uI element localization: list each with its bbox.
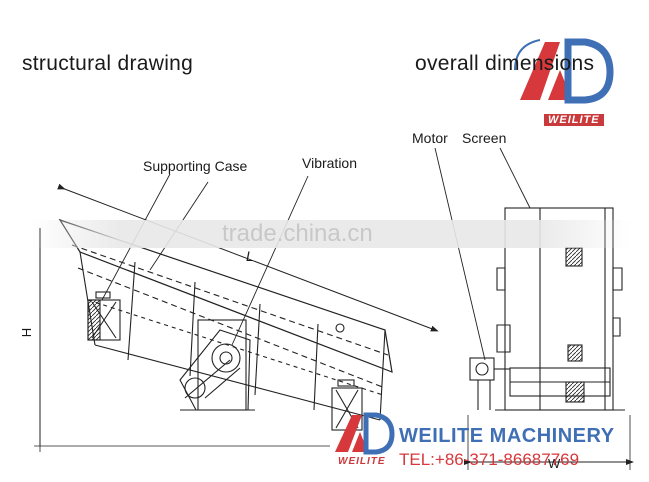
motor-leader xyxy=(434,147,486,361)
overall-dimensions-heading: overall dimensions xyxy=(415,52,595,75)
watermark-text: trade.china.cn xyxy=(222,220,373,247)
structural-drawing-heading: structural drawing xyxy=(22,52,194,75)
width-dimension-label: W xyxy=(548,456,561,471)
logo-word-bottom: WEILITE xyxy=(338,456,386,467)
vibration-leader xyxy=(231,175,309,346)
logo-word-top: WEILITE xyxy=(544,114,604,126)
company-name: WEILITE MACHINERY xyxy=(399,425,615,447)
length-dimension-line xyxy=(57,183,439,332)
vibration-label: Vibration xyxy=(302,155,358,171)
motor-unit xyxy=(469,357,510,410)
watermark-band xyxy=(30,220,630,248)
screen-label: Screen xyxy=(462,130,507,146)
weilite-logo-bottom xyxy=(335,412,395,455)
motor-label: Motor xyxy=(412,130,448,146)
supporting-case-label: Supporting Case xyxy=(143,158,248,174)
structural-drawing xyxy=(34,173,439,452)
screen-leader xyxy=(499,147,531,209)
weilite-logo-top xyxy=(514,38,614,104)
overall-dimensions-drawing xyxy=(434,147,634,470)
length-dimension-label: L xyxy=(246,248,254,264)
company-telephone: TEL:+86-371-86687769 xyxy=(399,450,580,469)
height-dimension-label: H xyxy=(19,327,35,338)
vibrator-exciter xyxy=(179,319,255,411)
left-spring-support xyxy=(87,291,121,341)
